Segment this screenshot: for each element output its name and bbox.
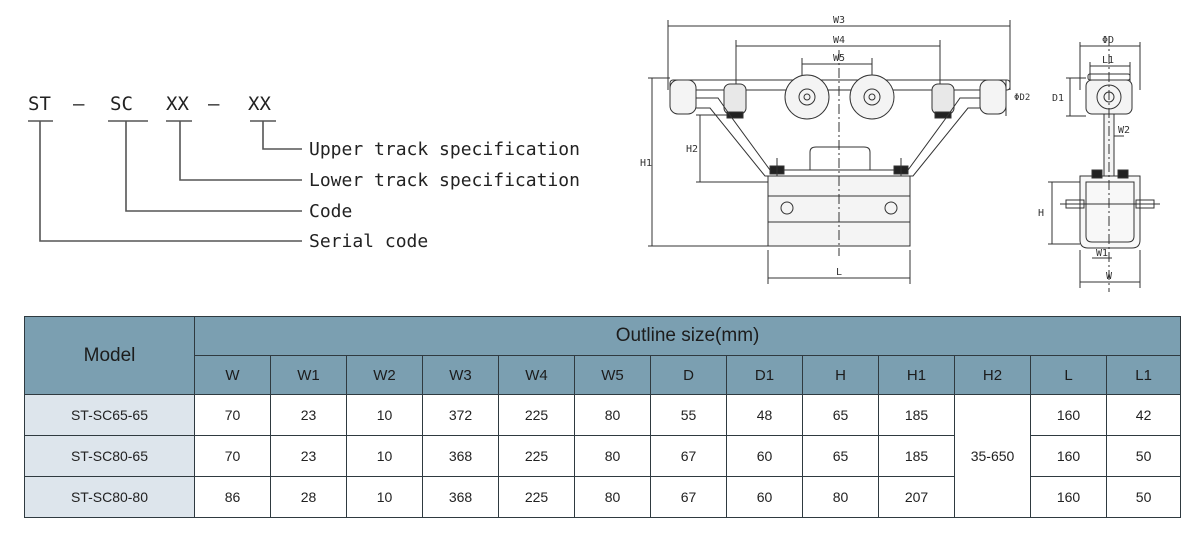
cell-h: 65 — [802, 435, 879, 477]
cell-w4: 225 — [498, 435, 575, 477]
cell-d1: 60 — [726, 476, 803, 518]
col-header-d: D — [650, 355, 727, 395]
model-cell: ST-SC65-65 — [24, 394, 195, 436]
cell-w4: 225 — [498, 394, 575, 436]
cell-w: 70 — [194, 435, 271, 477]
dim-d2: ΦD2 — [1014, 93, 1030, 103]
table-row: ST-SC80-65 70 23 10 368 225 80 67 60 65 … — [24, 435, 1182, 477]
column-header-row: W W1 W2 W3 W4 W5 D D1 H H1 H2 L L1 — [25, 355, 1182, 395]
cell-w5: 80 — [574, 476, 651, 518]
leader-code — [125, 121, 302, 212]
table-row: ST-SC80-80 86 28 10 368 225 80 67 60 80 … — [24, 476, 1182, 518]
cell-h2-merged: 35-650 — [954, 394, 1031, 518]
code-dash-2: — — [208, 93, 220, 115]
col-header-w2: W2 — [346, 355, 423, 395]
cell-w3: 368 — [422, 435, 499, 477]
cell-d: 67 — [650, 476, 727, 518]
cell-w2: 10 — [346, 394, 423, 436]
dim-l: L — [836, 267, 842, 278]
dim-h: H — [1038, 208, 1044, 219]
cell-l1: 50 — [1105, 435, 1182, 477]
cell-w5: 80 — [574, 394, 651, 436]
technical-drawing: W3 W4 W5 ΦD2 H2 H1 L — [640, 0, 1200, 300]
model-cell: ST-SC80-65 — [24, 435, 195, 477]
dim-d: ΦD — [1102, 35, 1114, 46]
cell-l: 160 — [1030, 476, 1107, 518]
dim-w3: W3 — [833, 15, 845, 26]
dim-w1: W1 — [1096, 248, 1108, 259]
col-header-h: H — [802, 355, 879, 395]
col-header-w5: W5 — [574, 355, 651, 395]
cell-l1: 50 — [1105, 476, 1182, 518]
dim-l1: L1 — [1102, 55, 1114, 66]
dim-w5: W5 — [833, 53, 845, 64]
cell-w5: 80 — [574, 435, 651, 477]
label-lower-track: Lower track specification — [309, 170, 580, 191]
cell-l: 160 — [1030, 435, 1107, 477]
col-header-l: L — [1030, 355, 1107, 395]
col-header-l1: L1 — [1105, 355, 1182, 395]
drawing-svg: W3 W4 W5 ΦD2 H2 H1 L — [640, 15, 1160, 292]
front-view — [648, 20, 1011, 284]
cell-d1: 60 — [726, 435, 803, 477]
outline-size-header: Outline size(mm) — [193, 316, 1182, 356]
code-dash-1: — — [73, 93, 85, 115]
cell-w2: 10 — [346, 476, 423, 518]
cell-d1: 48 — [726, 394, 803, 436]
dim-d1: D1 — [1052, 93, 1064, 104]
leader-lower — [179, 121, 302, 181]
code-part-upper: XX — [248, 93, 271, 115]
cell-d: 67 — [650, 435, 727, 477]
model-cell: ST-SC80-80 — [24, 476, 195, 518]
cell-l1: 42 — [1105, 394, 1182, 436]
code-diagram-svg: ST — SC XX — XX Upper track specificatio… — [28, 93, 580, 252]
col-header-d1: D1 — [726, 355, 803, 395]
cell-h1: 185 — [878, 435, 955, 477]
cell-w3: 372 — [422, 394, 499, 436]
cell-h: 80 — [802, 476, 879, 518]
code-part-lower: XX — [166, 93, 189, 115]
col-header-w: W — [194, 355, 271, 395]
cell-l: 160 — [1030, 394, 1107, 436]
col-header-h1: H1 — [878, 355, 955, 395]
cell-d: 55 — [650, 394, 727, 436]
cell-w2: 10 — [346, 435, 423, 477]
col-header-h2: H2 — [954, 355, 1031, 395]
cell-w: 70 — [194, 394, 271, 436]
side-view — [1048, 36, 1160, 292]
col-header-w4: W4 — [498, 355, 575, 395]
cell-w: 86 — [194, 476, 271, 518]
cell-w1: 23 — [270, 435, 347, 477]
dim-w: W — [1106, 271, 1113, 282]
cell-w3: 368 — [422, 476, 499, 518]
cell-w1: 28 — [270, 476, 347, 518]
dim-w2: W2 — [1118, 125, 1130, 136]
leader-serial — [39, 121, 302, 242]
leader-upper — [262, 121, 302, 150]
dim-h1: H1 — [640, 158, 652, 169]
col-header-w1: W1 — [270, 355, 347, 395]
code-part-st: ST — [28, 93, 51, 115]
code-part-sc: SC — [110, 93, 133, 115]
dim-h2: H2 — [686, 144, 698, 155]
cell-h: 65 — [802, 394, 879, 436]
product-code-diagram: ST — SC XX — XX Upper track specificatio… — [0, 0, 640, 300]
cell-h1: 185 — [878, 394, 955, 436]
label-upper-track: Upper track specification — [309, 139, 580, 160]
model-header: Model — [24, 316, 195, 395]
label-code: Code — [309, 201, 352, 222]
cell-h1: 207 — [878, 476, 955, 518]
label-serial-code: Serial code — [309, 231, 428, 252]
col-header-w3: W3 — [422, 355, 499, 395]
cell-w4: 225 — [498, 476, 575, 518]
table-row: ST-SC65-65 70 23 10 372 225 80 55 48 65 … — [24, 394, 1182, 518]
dim-w4: W4 — [833, 35, 845, 46]
spec-table: Model Outline size(mm) W W1 W2 W3 W4 W5 … — [24, 316, 1182, 518]
cell-w1: 23 — [270, 394, 347, 436]
